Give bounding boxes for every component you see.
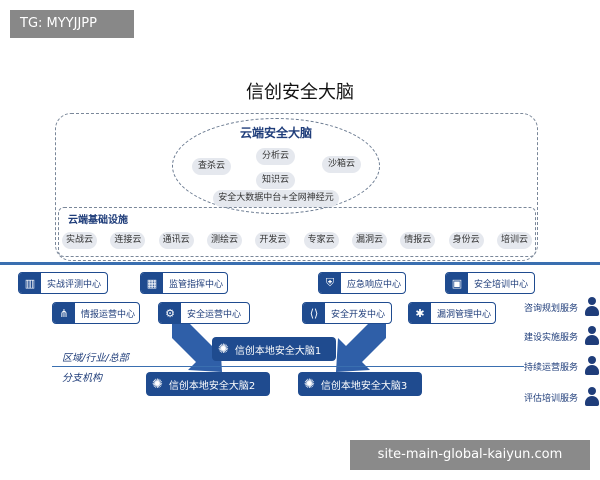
center-security-dev: ⟨⟩ 安全开发中心	[302, 302, 392, 324]
map-icon: ▦	[141, 273, 163, 293]
center-label: 安全开发中心	[331, 309, 386, 320]
infra-item: 情报云	[400, 232, 436, 249]
person-icon	[584, 356, 600, 376]
center-vuln-mgmt: ✱ 漏洞管理中心	[408, 302, 496, 324]
network-icon: ⋔	[53, 303, 75, 323]
brain-icon: ✺	[304, 376, 315, 392]
service-implementation: 建设实施服务	[500, 324, 600, 348]
service-assessment: 评估培训服务	[500, 385, 600, 409]
center-supervision: ▦ 监管指挥中心	[140, 272, 228, 294]
center-label: 漏洞管理中心	[437, 309, 492, 320]
infra-item: 漏洞云	[351, 232, 387, 249]
local-brain-3: ✺ 信创本地安全大脑3	[298, 372, 422, 396]
center-label: 安全运营中心	[187, 309, 242, 320]
service-consulting: 咨询规划服务	[500, 295, 600, 319]
service-operations: 持续运营服务	[500, 354, 600, 378]
big-data-platform: 安全大数据中台+全网神经元	[213, 190, 339, 207]
infrastructure-row: 实战云 连接云 通讯云 测绘云 开发云 专家云 漏洞云 情报云 身份云 培训云	[62, 232, 532, 250]
center-intel-ops: ⋔ 情报运营中心	[52, 302, 140, 324]
chart-icon: ▥	[19, 273, 41, 293]
service-label: 建设实施服务	[523, 332, 578, 343]
presentation-icon: ▣	[446, 273, 468, 293]
infra-item: 培训云	[496, 232, 532, 249]
brain-label: 信创本地安全大脑3	[320, 380, 408, 392]
service-label: 持续运营服务	[523, 362, 578, 373]
center-security-ops: ⚙ 安全运营中心	[158, 302, 250, 324]
cloud-item: 查杀云	[192, 158, 232, 175]
person-icon	[584, 387, 600, 407]
cloud-frame	[55, 113, 538, 261]
infrastructure-frame	[58, 207, 536, 257]
local-brain-2: ✺ 信创本地安全大脑2	[146, 372, 270, 396]
infrastructure-title: 云端基础设施	[68, 215, 128, 226]
divider-line	[0, 262, 600, 265]
cloud-item: 知识云	[256, 172, 296, 189]
divider-line-2	[52, 366, 524, 367]
person-icon	[584, 326, 600, 346]
infra-item: 开发云	[255, 232, 291, 249]
infra-item: 实战云	[62, 232, 98, 249]
service-label: 咨询规划服务	[523, 303, 578, 314]
center-label: 监管指挥中心	[169, 279, 224, 290]
cloud-item: 分析云	[256, 148, 296, 165]
service-label: 评估培训服务	[523, 393, 578, 404]
person-icon	[584, 297, 600, 317]
corner-tag: TG: MYYJJPP	[10, 10, 134, 38]
code-icon: ⟨⟩	[303, 303, 325, 323]
infra-item: 连接云	[110, 232, 146, 249]
diagram-title: 信创安全大脑	[246, 82, 354, 103]
center-label: 安全培训中心	[474, 279, 529, 290]
branch-label: 分支机构	[62, 373, 102, 384]
bug-icon: ✱	[409, 303, 431, 323]
cloud-item: 沙箱云	[322, 156, 362, 173]
brain-label: 信创本地安全大脑1	[234, 345, 322, 357]
cloud-brain-title: 云端安全大脑	[239, 126, 312, 140]
region-label: 区域/行业/总部	[62, 353, 129, 364]
center-label: 实战评测中心	[47, 279, 102, 290]
center-label: 情报运营中心	[81, 309, 136, 320]
brain-label: 信创本地安全大脑2	[168, 380, 256, 392]
center-label: 应急响应中心	[347, 279, 402, 290]
cloud-brain-ellipse	[172, 118, 380, 214]
infra-item: 测绘云	[206, 232, 242, 249]
center-emergency: ⛨ 应急响应中心	[318, 272, 406, 294]
watermark: site-main-global-kaiyun.com	[350, 440, 590, 470]
gear-icon: ⚙	[159, 303, 181, 323]
shield-icon: ⛨	[319, 273, 341, 293]
infra-item: 通讯云	[158, 232, 194, 249]
local-brain-1: ✺ 信创本地安全大脑1	[212, 337, 336, 361]
arrow-down-right	[172, 324, 222, 372]
arrow-down-left	[336, 324, 386, 372]
brain-icon: ✺	[152, 376, 163, 392]
center-training: ▣ 安全培训中心	[445, 272, 535, 294]
infra-item: 身份云	[448, 232, 484, 249]
infra-item: 专家云	[303, 232, 339, 249]
brain-icon: ✺	[218, 341, 229, 357]
center-live-test: ▥ 实战评测中心	[18, 272, 108, 294]
